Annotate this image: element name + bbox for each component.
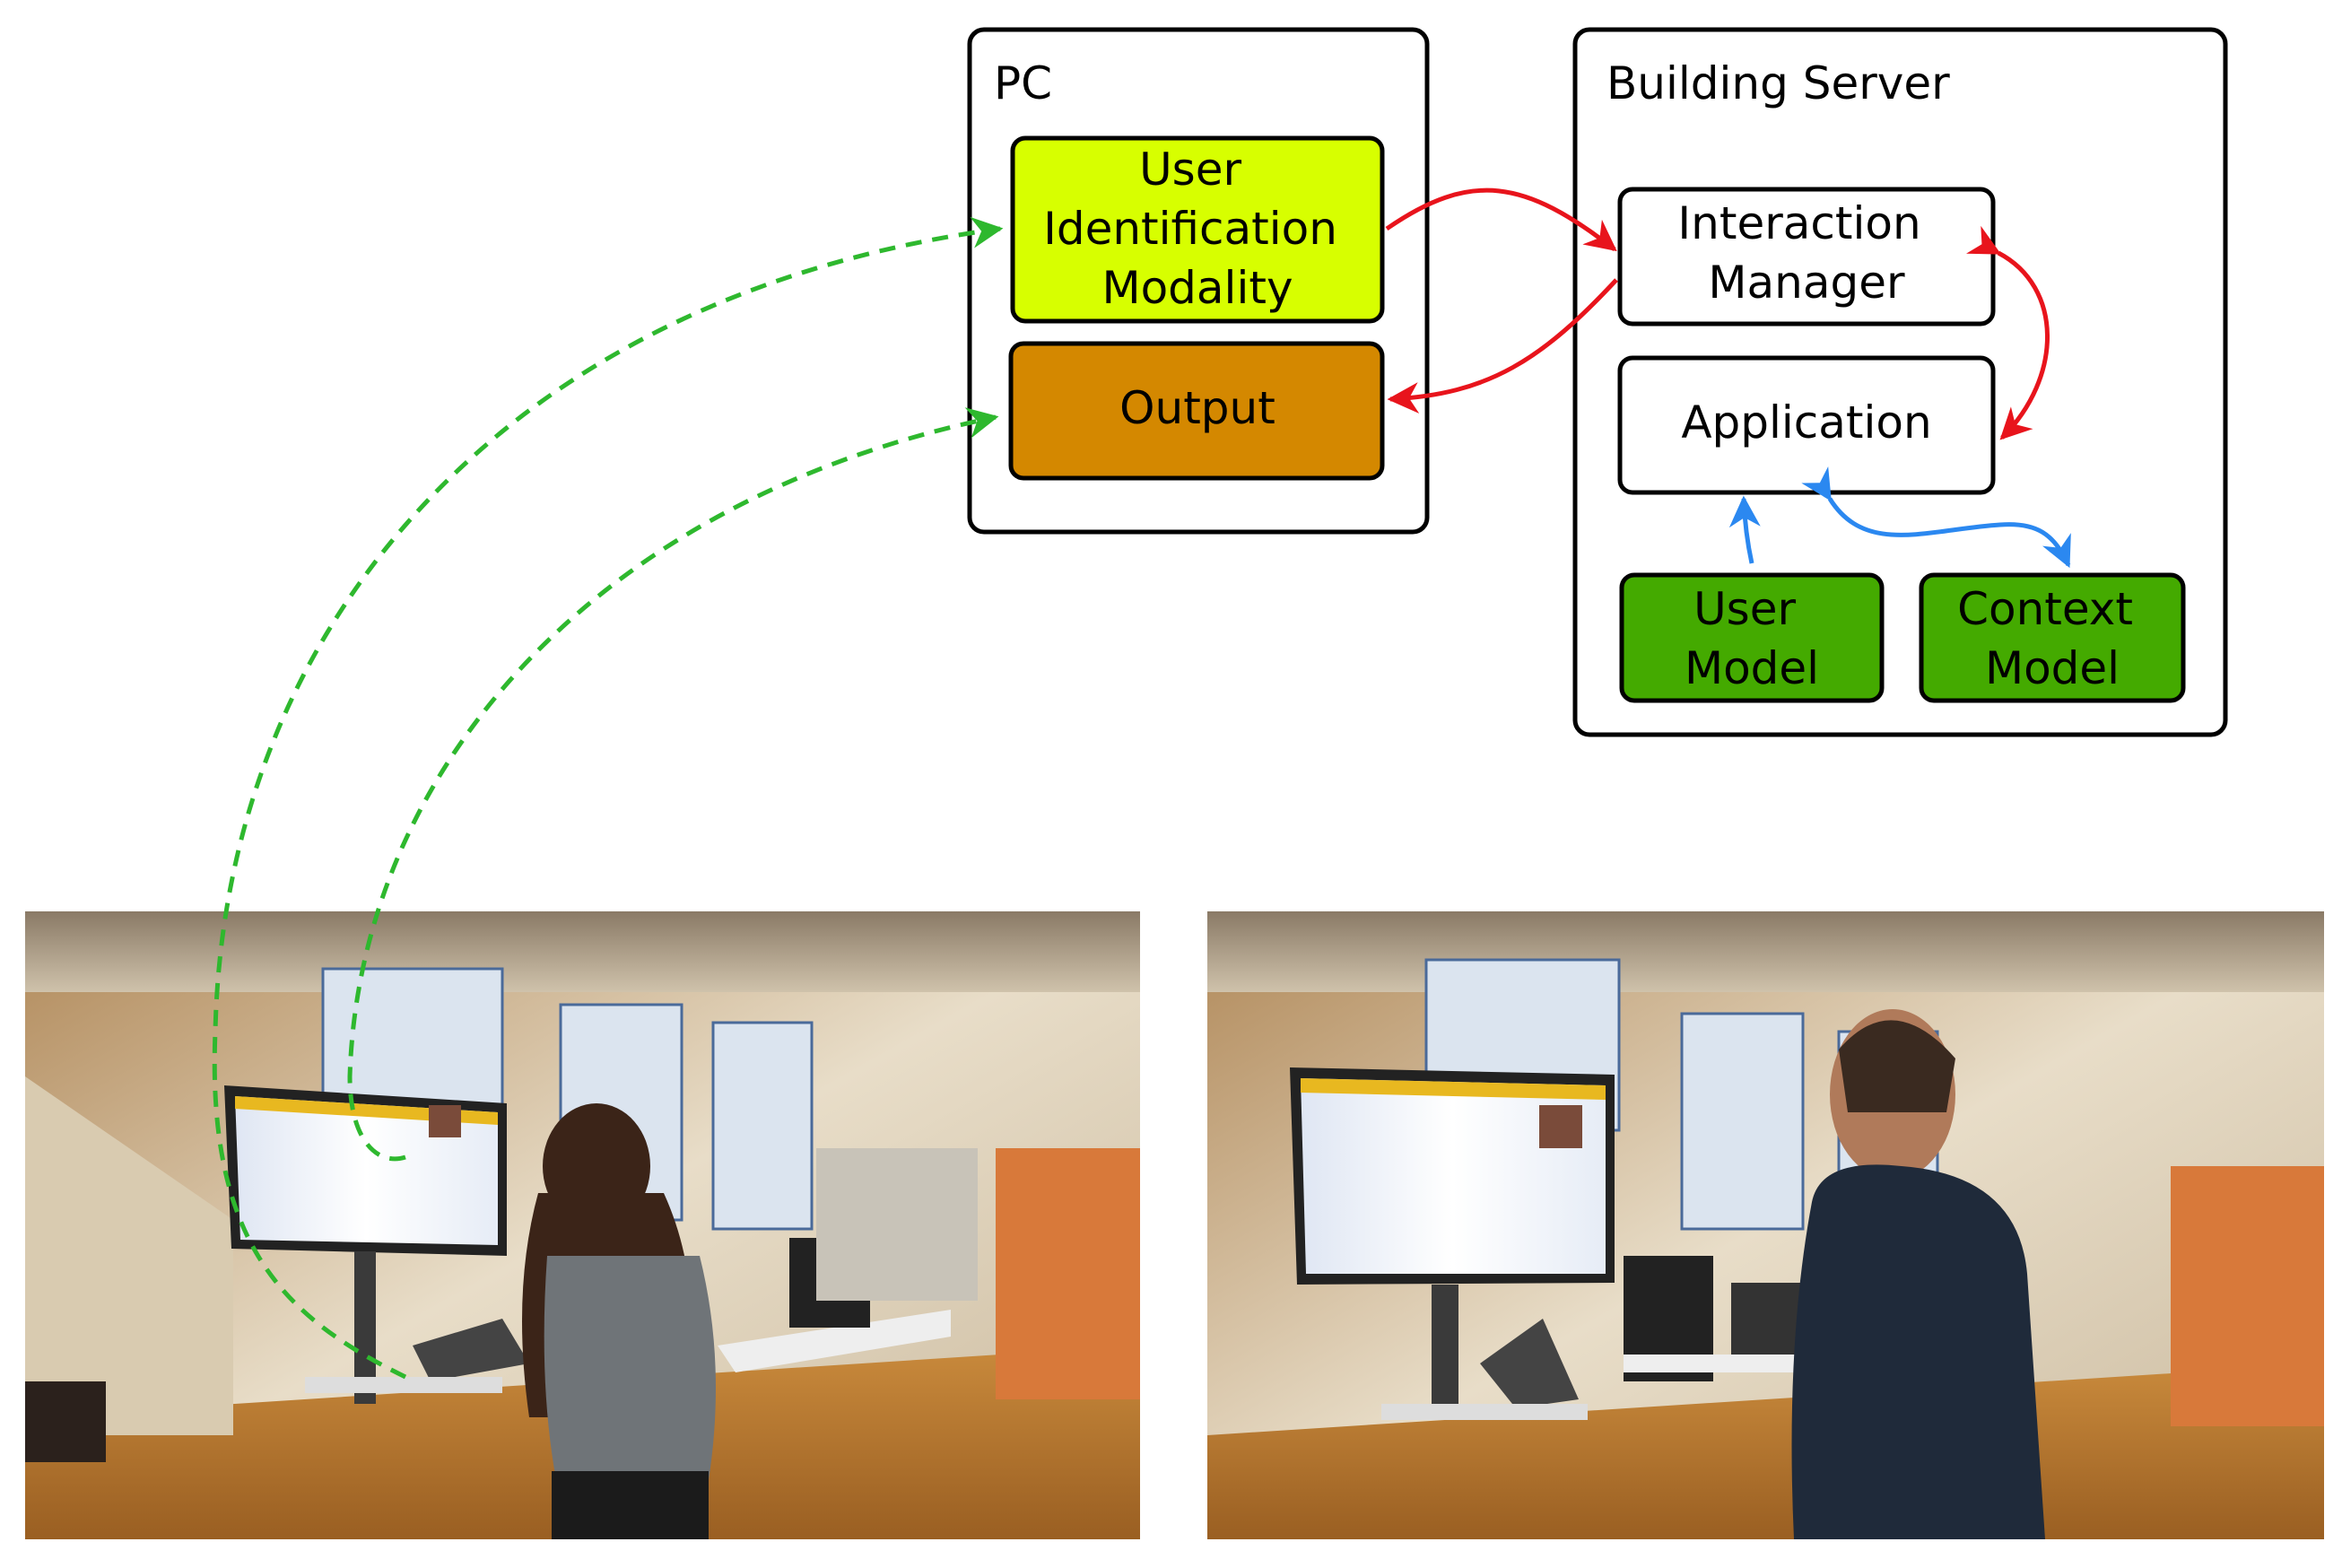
svg-text:User Identification: User Identification Modality [1043,144,1352,314]
im-to-output-arrow [1387,278,1618,414]
interaction-manager-box: Interaction Manager [1617,187,1996,327]
context-model-box: Context Model [1919,572,2186,703]
svg-text:Output: Output [1119,382,1275,434]
context-model-line-1: Context [1957,583,2133,635]
display-to-uid-dashed-arrow [212,216,1004,1380]
app-context-bidirectional-arrow [1801,466,2071,569]
context-model-line-2: Model [1985,642,2120,694]
svg-text:Interaction Manager: Interaction Manager [1677,197,1935,309]
output-box: Output [1008,341,1385,481]
uid-line-1: User [1139,144,1241,196]
user-model-to-app-arrow [1728,495,1761,564]
server-title: Building Server [1606,57,1950,109]
output-label: Output [1119,382,1275,434]
uid-line-3: Modality [1101,262,1293,314]
im-app-bidirectional-arrow [1965,225,2050,440]
svg-text:User Model: User Model [1685,583,1819,694]
user-identification-modality-box: User Identification Modality [1010,135,1385,324]
photo-right [1207,911,2324,1539]
svg-text:Context Model: Context Model [1957,583,2147,694]
pc-title: PC [994,57,1052,109]
application-box: Application [1617,355,1996,495]
uid-line-2: Identification [1043,203,1337,255]
im-line-1: Interaction [1677,197,1920,249]
user-model-line-2: Model [1685,642,1819,694]
svg-text:Application: Application [1681,396,1931,449]
user-model-box: User Model [1619,572,1885,703]
photo-left [25,911,1140,1539]
uid-to-im-arrow [1385,187,1617,252]
user-model-line-1: User [1693,583,1796,635]
im-line-2: Manager [1708,257,1905,309]
application-label: Application [1681,396,1931,449]
